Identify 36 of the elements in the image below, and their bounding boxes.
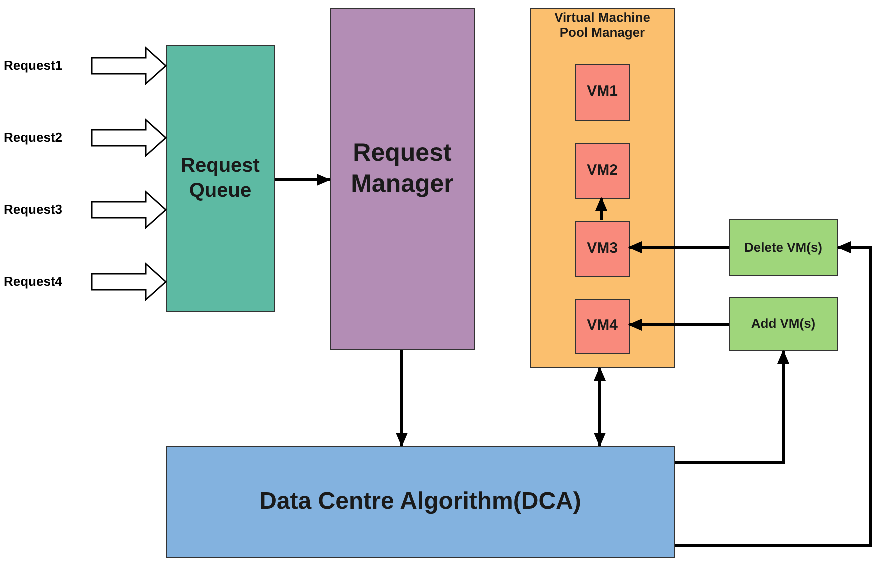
vm-box <box>575 143 630 199</box>
vm-box <box>575 299 630 354</box>
block-arrow <box>91 190 168 230</box>
node-label: VM2 <box>587 160 618 181</box>
arrow <box>396 350 408 447</box>
node-label: Request Manager <box>350 138 455 200</box>
arrow <box>628 319 729 331</box>
node-label: VM3 <box>587 238 618 259</box>
vm-box <box>575 221 630 277</box>
node-label: VM4 <box>587 316 618 336</box>
node-label: Request4 <box>4 273 63 292</box>
action-box <box>729 219 838 276</box>
node-label: Data Centre Algorithm(DCA) <box>260 487 582 517</box>
arrow <box>675 350 790 464</box>
arrow <box>675 242 872 548</box>
arrow <box>628 242 729 254</box>
queue-box <box>166 45 275 312</box>
algorithm-box <box>166 446 675 558</box>
arrow <box>594 367 606 447</box>
container-title: Virtual Machine Pool Manager <box>554 11 652 41</box>
block-arrow <box>91 46 168 86</box>
block-arrow <box>91 262 168 302</box>
node-label: Request2 <box>4 129 63 148</box>
node-label: Request1 <box>4 57 63 76</box>
arrow <box>596 197 608 220</box>
node-label: Delete VM(s) <box>744 238 823 257</box>
node-label: Request3 <box>4 201 63 220</box>
block-arrow <box>91 118 168 158</box>
node-label: VM1 <box>587 82 618 102</box>
node-label: Add VM(s) <box>751 315 816 334</box>
node-label: Request Queue <box>180 154 261 204</box>
pool-box <box>530 8 675 368</box>
arrow <box>275 174 331 186</box>
action-box <box>729 297 838 351</box>
vm-box <box>575 64 630 121</box>
manager-box <box>330 8 475 350</box>
